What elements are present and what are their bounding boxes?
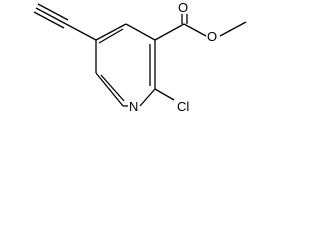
bond-c5-c6 [95, 72, 124, 107]
bond-c3-c4 [95, 23, 127, 41]
pyridine-ring [95, 23, 156, 107]
carbonyl-oxygen-label: O [178, 0, 188, 15]
ethynyl-group [33, 3, 97, 41]
bond-c4-c3-inner [98, 28, 124, 44]
triple-bond-3 [33, 11, 65, 29]
bond-ester-o-methyl [219, 21, 247, 37]
chemical-structure-diagram: N Cl O O [33, 0, 247, 114]
bond-ring-ethynyl [65, 23, 97, 41]
chlorine-label: Cl [177, 99, 189, 114]
bond-carbonyl-ester-o [183, 23, 207, 37]
bond-c3-c3a [125, 23, 156, 41]
triple-bond-1 [35, 7, 67, 25]
triple-bond-2 [37, 3, 69, 21]
ring-nitrogen-label: N [129, 99, 138, 114]
bond-ring-chlorine [154, 88, 175, 101]
bond-c5-c6-inner [100, 74, 125, 102]
bond-n1-c2 [139, 88, 156, 107]
methyl-ester-group [154, 14, 247, 41]
chloro-group [154, 88, 175, 101]
bond-ring-carbonyl [154, 23, 185, 41]
ester-oxygen-label: O [207, 29, 217, 44]
